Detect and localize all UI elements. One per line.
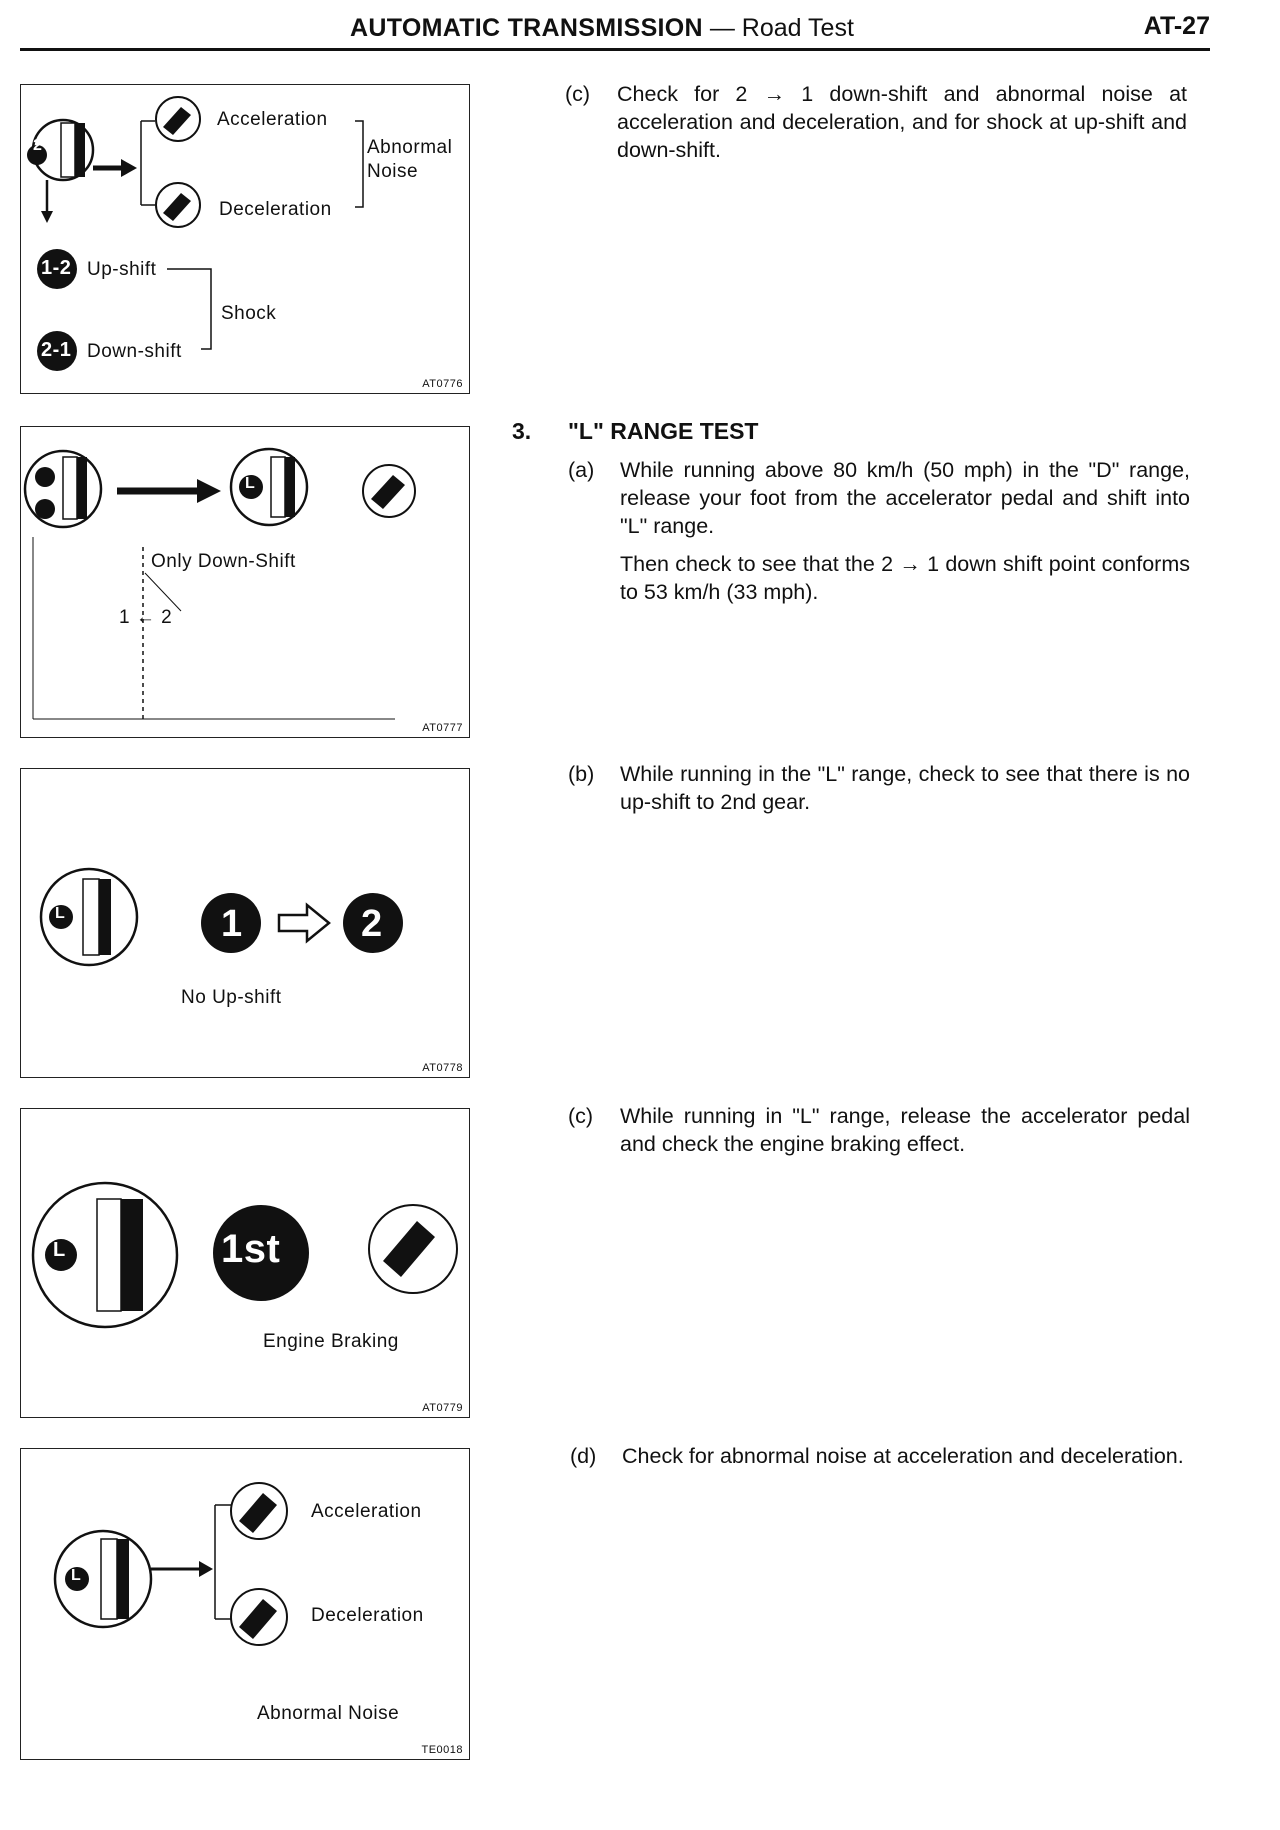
step-label: (a): [568, 458, 595, 482]
step-body: While running above 80 km/h (50 mph) in …: [620, 456, 1190, 616]
figure-at0779-drawing: [31, 1181, 458, 1329]
abnormal-noise-label: Abnormal Noise: [257, 1703, 400, 1724]
page-header: AUTOMATIC TRANSMISSION — Road Test AT-27: [20, 10, 1210, 51]
section-number: 3.: [512, 418, 532, 444]
step-body: While running in "L" range, release the …: [620, 1104, 1190, 1156]
engine-braking-label: Engine Braking: [263, 1331, 399, 1352]
gear-2-badge: 2: [361, 903, 383, 945]
step-a-paragraph-1: While running above 80 km/h (50 mph) in …: [620, 458, 1190, 538]
gear-1-badge: 1: [221, 903, 243, 945]
figure-at0776: 2 Acceleration Deceleration Abnormal Noi…: [20, 84, 470, 394]
badge-1-2: 1-2: [41, 257, 72, 279]
figure-code: AT0779: [422, 1402, 463, 1414]
header-subsection: Road Test: [741, 14, 854, 42]
gear-L-badge: L: [71, 1567, 82, 1584]
gear-L-badge: L: [53, 1239, 66, 1261]
step-body: Check for abnormal noise at acceleration…: [622, 1444, 1184, 1468]
step-label: (d): [570, 1444, 597, 1468]
figure-code: TE0018: [421, 1744, 463, 1756]
gear-2-badge: 2: [33, 137, 43, 154]
figure-code: AT0776: [422, 378, 463, 390]
figure-te0018-drawing: [53, 1482, 288, 1646]
figure-at0776-drawing: [27, 96, 364, 371]
one-from-two-label: 1 ← 2: [119, 607, 173, 628]
step-label: (b): [568, 762, 595, 786]
step-label: (c): [568, 1104, 594, 1128]
deceleration-label: Deceleration: [311, 1605, 424, 1626]
figure-at0777: L Only Down-Shift 1 ← 2 AT0777: [20, 426, 470, 738]
noise-label: Noise: [367, 161, 419, 182]
section-title: "L" RANGE TEST: [568, 418, 759, 444]
page-number: AT-27: [1143, 12, 1210, 40]
figure-at0779: L 1st Engine Braking AT0779: [20, 1108, 470, 1418]
upshift-label: Up-shift: [87, 259, 157, 280]
figure-at0777-drawing: [23, 447, 416, 720]
gear-L-badge: L: [245, 475, 256, 492]
figure-at0778-drawing: [39, 867, 403, 967]
downshift-label: Down-shift: [87, 341, 182, 362]
first-gear-badge: 1st: [221, 1227, 281, 1271]
figure-code: AT0777: [422, 722, 463, 734]
header-section: AUTOMATIC TRANSMISSION: [350, 14, 703, 42]
gear-L-badge: L: [55, 905, 66, 922]
figure-code: AT0778: [422, 1062, 463, 1074]
only-downshift-label: Only Down-Shift: [151, 551, 296, 572]
header-title: AUTOMATIC TRANSMISSION — Road Test: [350, 14, 854, 43]
step-label: (c): [565, 82, 591, 106]
badge-2-1: 2-1: [41, 339, 72, 361]
step-body: Check for 2 → 1 down-shift and abnormal …: [617, 82, 1187, 162]
deceleration-label: Deceleration: [219, 199, 332, 220]
section-heading: 3. "L" RANGE TEST: [512, 418, 1192, 448]
step-a-paragraph-2: Then check to see that the 2 → 1 down sh…: [620, 552, 1190, 604]
figure-at0778: L 1 2 No Up-shift AT0778: [20, 768, 470, 1078]
shock-label: Shock: [221, 303, 277, 324]
no-upshift-label: No Up-shift: [181, 987, 282, 1008]
acceleration-label: Acceleration: [311, 1501, 422, 1522]
step-body: While running in the "L" range, check to…: [620, 762, 1190, 814]
abnormal-label: Abnormal: [367, 137, 453, 158]
figure-te0018: L Acceleration Deceleration Abnormal Noi…: [20, 1448, 470, 1760]
header-separator: —: [709, 14, 735, 42]
acceleration-label: Acceleration: [217, 109, 328, 130]
